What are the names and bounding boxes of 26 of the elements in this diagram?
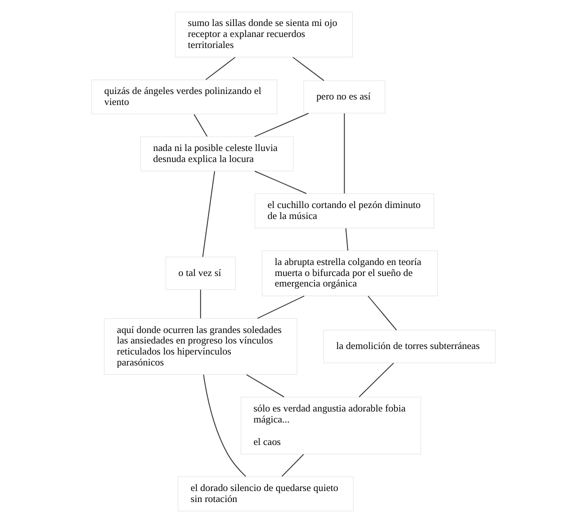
connector xyxy=(200,289,202,319)
connector xyxy=(194,114,208,137)
connector xyxy=(281,454,304,477)
node-box: sumo las sillas donde se sienta mi ojo receptor a explanar recuerdos territoriales xyxy=(174,11,353,58)
connector xyxy=(292,56,324,82)
node-box: nada ni la posible celeste lluvia desnuda explica la locura xyxy=(140,136,294,172)
node-box: el cuchillo cortando el pezón diminuto de la música xyxy=(254,193,434,228)
connector xyxy=(203,374,246,477)
node-box: pero no es así xyxy=(303,80,386,114)
connector xyxy=(358,362,394,398)
connector xyxy=(202,170,216,258)
connector xyxy=(254,112,309,138)
node-box: o tal vez sí xyxy=(165,256,236,290)
connector xyxy=(344,112,345,194)
node-box: la demolición de torres subterráneas xyxy=(323,330,496,364)
connector xyxy=(368,296,397,330)
connector xyxy=(345,228,348,252)
connector xyxy=(254,170,307,194)
connector xyxy=(205,56,236,80)
connector xyxy=(246,374,284,398)
node-box: quizás de ángeles verdes polinizando el viento xyxy=(91,79,278,115)
node-box: sólo es verdad angustia adorable fobia mágica... el caos xyxy=(240,396,422,455)
node-box: aquí donde ocurren las grandes soledades las ansiedades en progreso los vínculos reticulados los hipervínculos parasónicos xyxy=(104,318,298,375)
node-box: la abrupta estrella colgando en teoría muerta o bifurcada por el sueño de emergencia orgánica xyxy=(262,250,438,296)
node-box: el dorado silencio de quedarse quieto sin rotación xyxy=(178,476,354,512)
connector xyxy=(257,296,305,319)
